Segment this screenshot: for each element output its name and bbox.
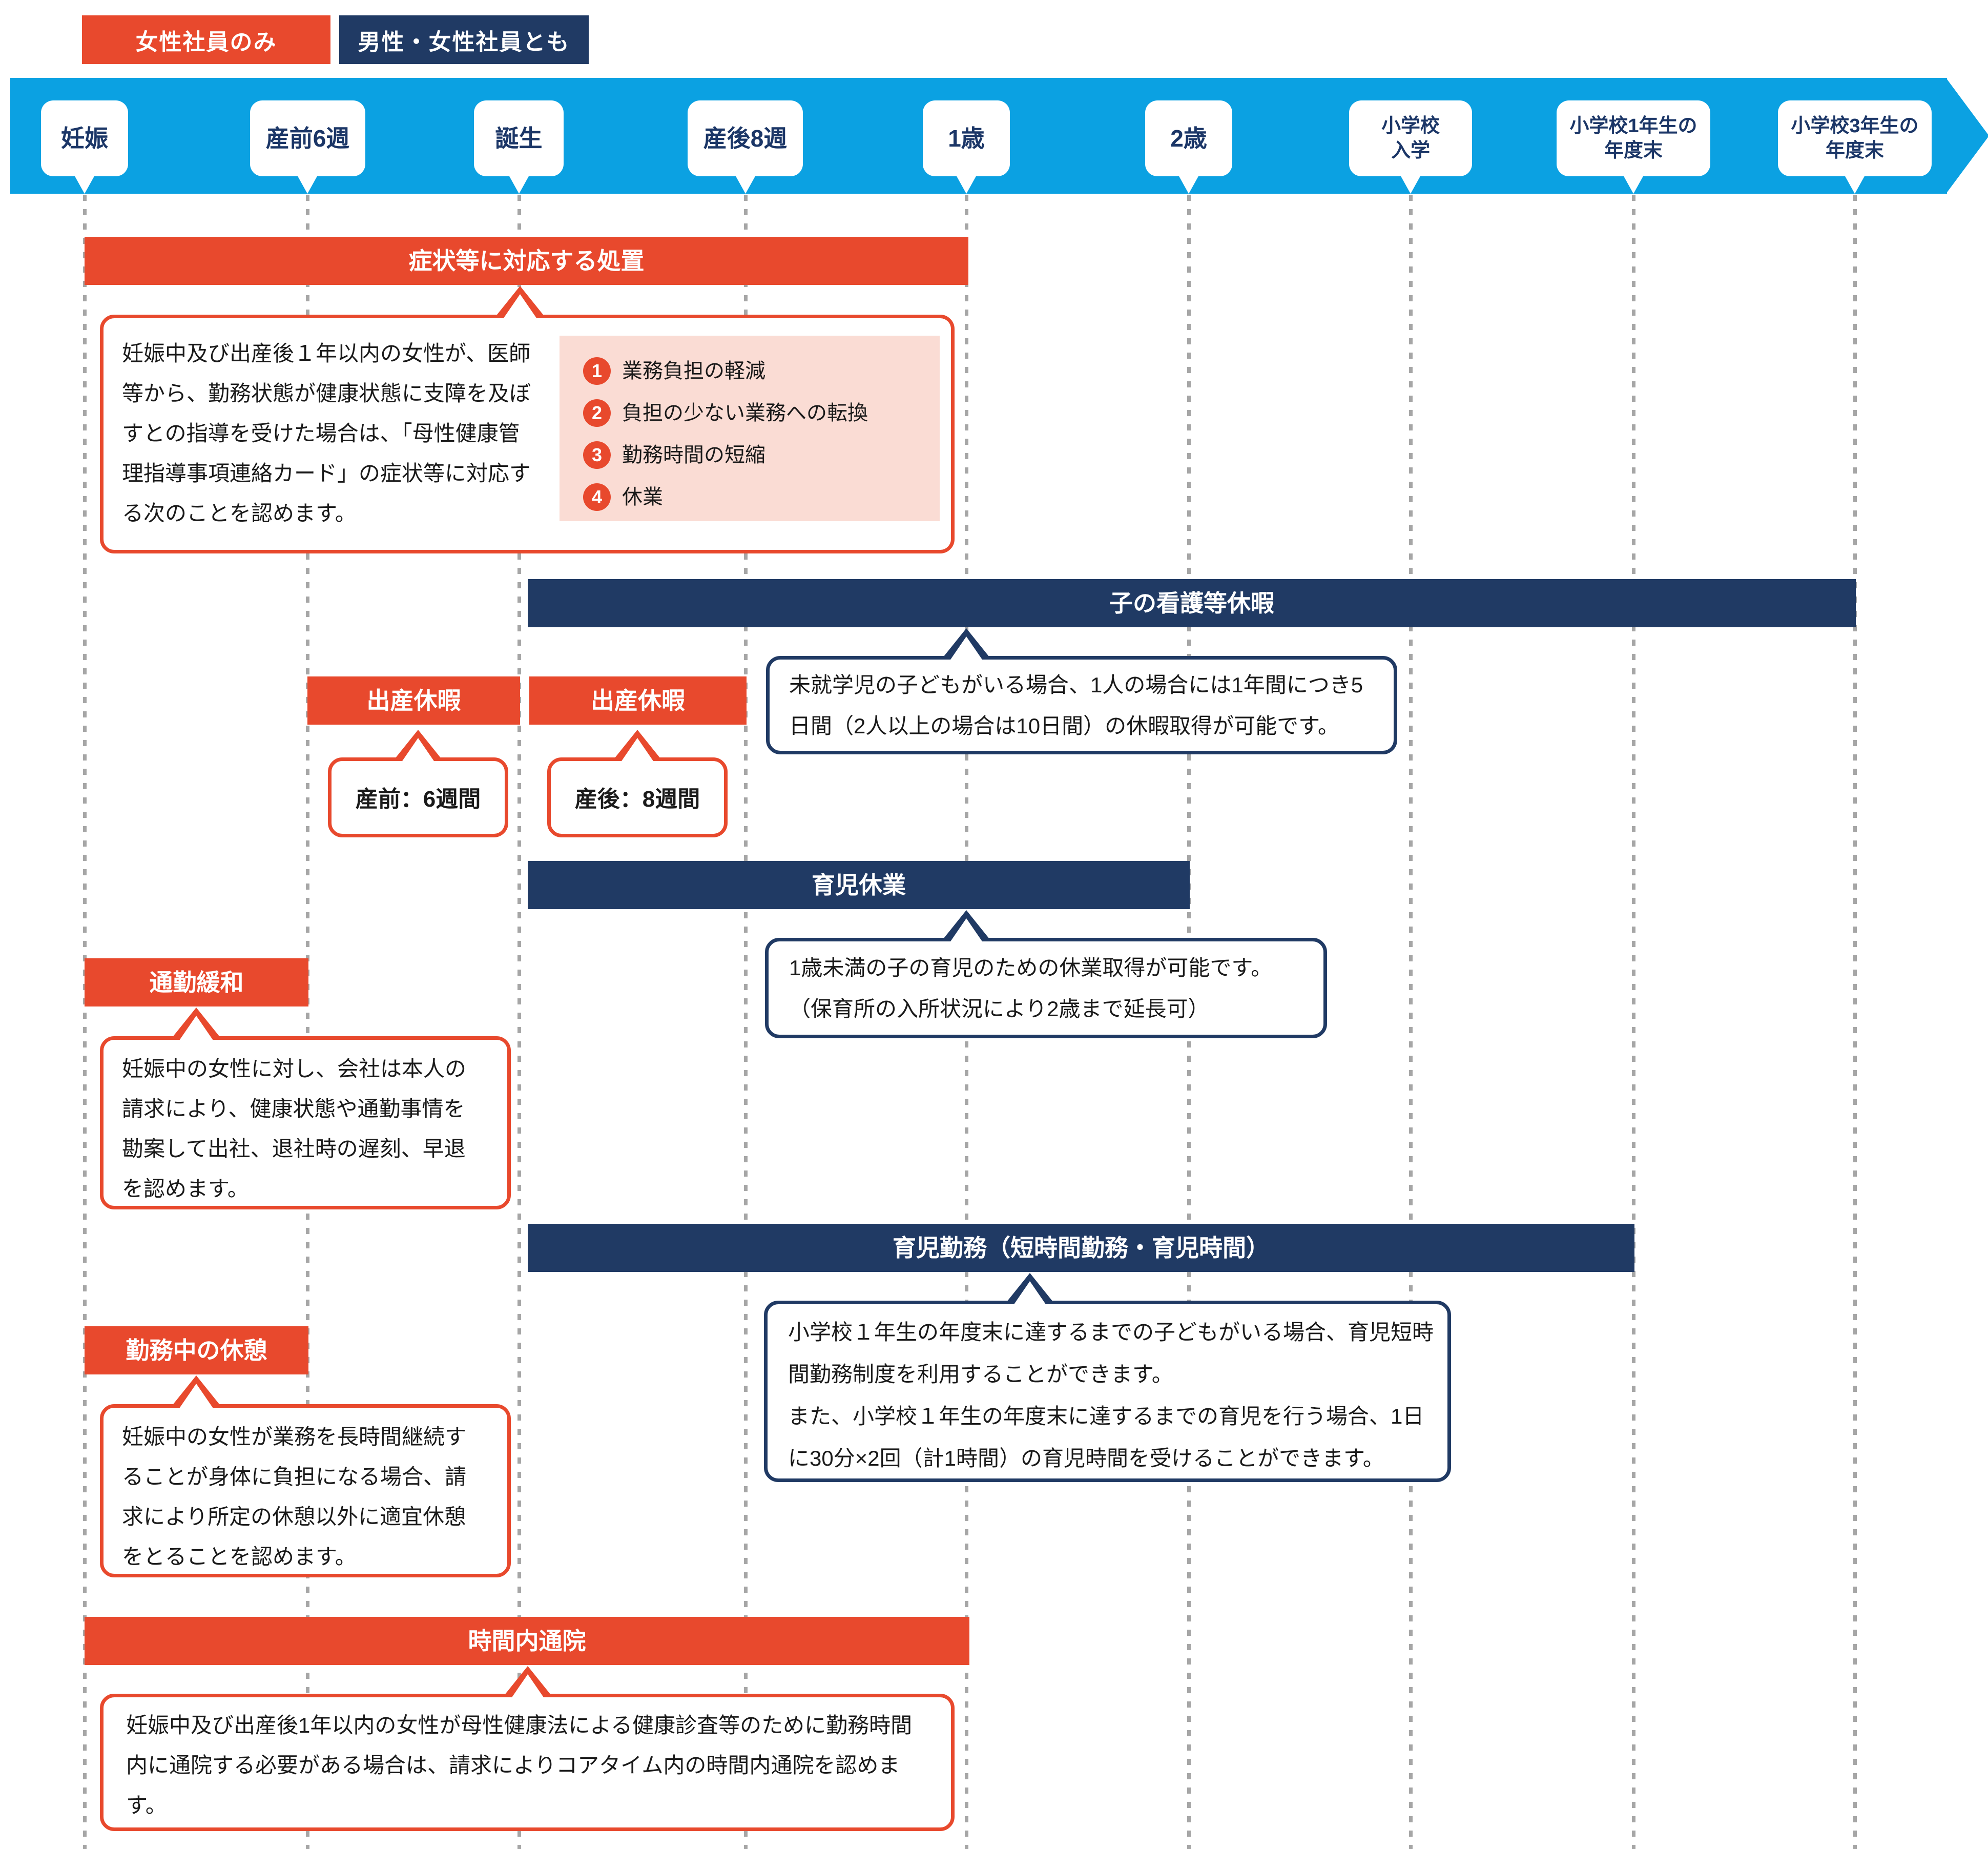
callout-tail-icon	[1013, 1281, 1047, 1306]
callout-ikuji-kyugyo: 1歳未満の子の育児のための休業取得が可能です。 （保育所の入所状況により2歳まで…	[765, 938, 1327, 1038]
milestone-1sai: 1歳	[923, 100, 1010, 176]
callout-jikannai-tsuin: 妊娠中及び出産後1年以内の女性が母性健康法による健康診査等のために勤務時間内に通…	[100, 1694, 955, 1831]
callout-ikuji-kyugyo-text: 1歳未満の子の育児のための休業取得が可能です。 （保育所の入所状況により2歳まで…	[789, 956, 1273, 1021]
bar-konokango-kyuka: 子の看護等休暇	[528, 579, 1856, 627]
milestone-grade1-end: 小学校1年生の 年度末	[1557, 100, 1710, 176]
callout-sango-8weeks: 産後：8週間	[547, 757, 728, 837]
measure-item: 4 休業	[583, 483, 940, 511]
guide-line-sanzen6	[306, 195, 309, 1849]
measure-item: 3 勤務時間の短縮	[583, 441, 940, 469]
callout-kinmuchu-kyukei: 妊娠中の女性が業務を長時間継続することが身体に負担になる場合、請求により所定の休…	[100, 1404, 511, 1577]
bar-kinmuchu-kyukei: 勤務中の休憩	[85, 1326, 308, 1374]
milestone-pointer-icon	[74, 175, 95, 194]
callout-ikuji-kinmu-text: 小学校１年生の年度末に達するまでの子どもがいる場合、育児短時間勤務制度を利用する…	[788, 1320, 1434, 1470]
number-badge-2-icon: 2	[583, 399, 611, 427]
milestone-ninshin: 妊娠	[41, 100, 128, 176]
callout-tail-icon	[503, 294, 537, 319]
callout-tail-icon	[949, 636, 983, 661]
callout-sanzen-6weeks: 産前：6週間	[328, 757, 508, 837]
measure-item-label: 負担の少ない業務への転換	[622, 402, 868, 424]
callout-jikannai-tsuin-text: 妊娠中及び出産後1年以内の女性が母性健康法による健康診査等のために勤務時間内に通…	[126, 1713, 913, 1817]
bar-shojo-taio: 症状等に対応する処置	[85, 237, 968, 285]
milestone-pointer-icon	[297, 175, 318, 194]
measure-item-label: 業務負担の軽減	[622, 360, 765, 382]
measure-item: 1 業務負担の軽減	[583, 357, 940, 385]
guide-line-grade3-end	[1853, 195, 1857, 1849]
timeline-arrowhead-icon	[1946, 78, 1988, 194]
callout-tail-icon	[620, 738, 654, 763]
callout-shojo-taio: 妊娠中及び出産後１年以内の女性が、医師等から、勤務状態が健康状態に支障を及ぼすと…	[100, 315, 955, 553]
number-badge-4-icon: 4	[583, 483, 611, 511]
bar-jikannai-tsuin: 時間内通院	[85, 1617, 969, 1665]
guide-line-sango8	[744, 195, 748, 1849]
number-badge-3-icon: 3	[583, 441, 611, 469]
callout-shojo-taio-text: 妊娠中及び出産後１年以内の女性が、医師等から、勤務状態が健康状態に支障を及ぼすと…	[122, 341, 531, 525]
measure-item: 2 負担の少ない業務への転換	[583, 399, 940, 427]
callout-konokango: 未就学児の子どもがいる場合、1人の場合には1年間につき5日間（2人以上の場合は1…	[766, 656, 1397, 754]
bar-tsukin-kanwa: 通勤緩和	[85, 958, 308, 1006]
callout-konokango-text: 未就学児の子どもがいる場合、1人の場合には1年間につき5日間（2人以上の場合は1…	[789, 673, 1363, 738]
callout-tail-icon	[179, 1384, 213, 1408]
number-badge-1-icon: 1	[583, 357, 611, 385]
milestone-pointer-icon	[956, 175, 977, 194]
legend-both-genders-label: 男性・女性社員とも	[358, 29, 570, 55]
milestone-tanjo: 誕生	[474, 100, 564, 176]
callout-tail-icon	[949, 918, 983, 943]
guide-line-tanjo	[517, 195, 521, 1849]
guide-line-grade1-end	[1632, 195, 1635, 1849]
milestone-pointer-icon	[509, 175, 529, 194]
milestone-pointer-icon	[1178, 175, 1199, 194]
measure-list: 1 業務負担の軽減 2 負担の少ない業務への転換 3 勤務時間の短縮 4 休業	[560, 336, 940, 521]
measure-item-label: 休業	[622, 486, 663, 508]
guide-line-nyugaku	[1409, 195, 1413, 1849]
milestone-pointer-icon	[1845, 175, 1865, 194]
callout-tsukin-kanwa: 妊娠中の女性に対し、会社は本人の請求により、健康状態や通勤事情を勘案して出社、退…	[100, 1036, 511, 1209]
callout-tsukin-kanwa-text: 妊娠中の女性に対し、会社は本人の請求により、健康状態や通勤事情を勘案して出社、退…	[122, 1057, 467, 1201]
milestone-sango8: 産後8週	[688, 100, 803, 176]
callout-ikuji-kinmu: 小学校１年生の年度末に達するまでの子どもがいる場合、育児短時間勤務制度を利用する…	[764, 1301, 1451, 1482]
callout-kinmuchu-kyukei-text: 妊娠中の女性が業務を長時間継続することが身体に負担になる場合、請求により所定の休…	[122, 1425, 467, 1569]
callout-tail-icon	[401, 738, 435, 763]
measure-item-label: 勤務時間の短縮	[622, 444, 765, 466]
guide-line-ninshin	[83, 195, 87, 1849]
callout-tail-icon	[179, 1016, 213, 1040]
milestone-grade3-end: 小学校3年生の 年度末	[1778, 100, 1932, 176]
bar-ikuji-kinmu: 育児勤務（短時間勤務・育児時間）	[528, 1224, 1634, 1272]
bar-shussan-kyuka-post: 出産休暇	[529, 676, 747, 725]
legend-female-only-label: 女性社員のみ	[135, 29, 277, 55]
legend-both-genders: 男性・女性社員とも	[339, 15, 589, 64]
callout-tail-icon	[511, 1674, 545, 1699]
milestone-pointer-icon	[1400, 175, 1421, 194]
milestone-pointer-icon	[1623, 175, 1644, 194]
milestone-pointer-icon	[735, 175, 756, 194]
legend-female-only: 女性社員のみ	[82, 15, 330, 64]
milestone-sanzen6: 産前6週	[250, 100, 365, 176]
milestone-nyugaku: 小学校 入学	[1349, 100, 1472, 176]
milestone-2sai: 2歳	[1145, 100, 1232, 176]
bar-ikuji-kyugyo: 育児休業	[528, 861, 1190, 909]
bar-shussan-kyuka-pre: 出産休暇	[307, 676, 520, 725]
